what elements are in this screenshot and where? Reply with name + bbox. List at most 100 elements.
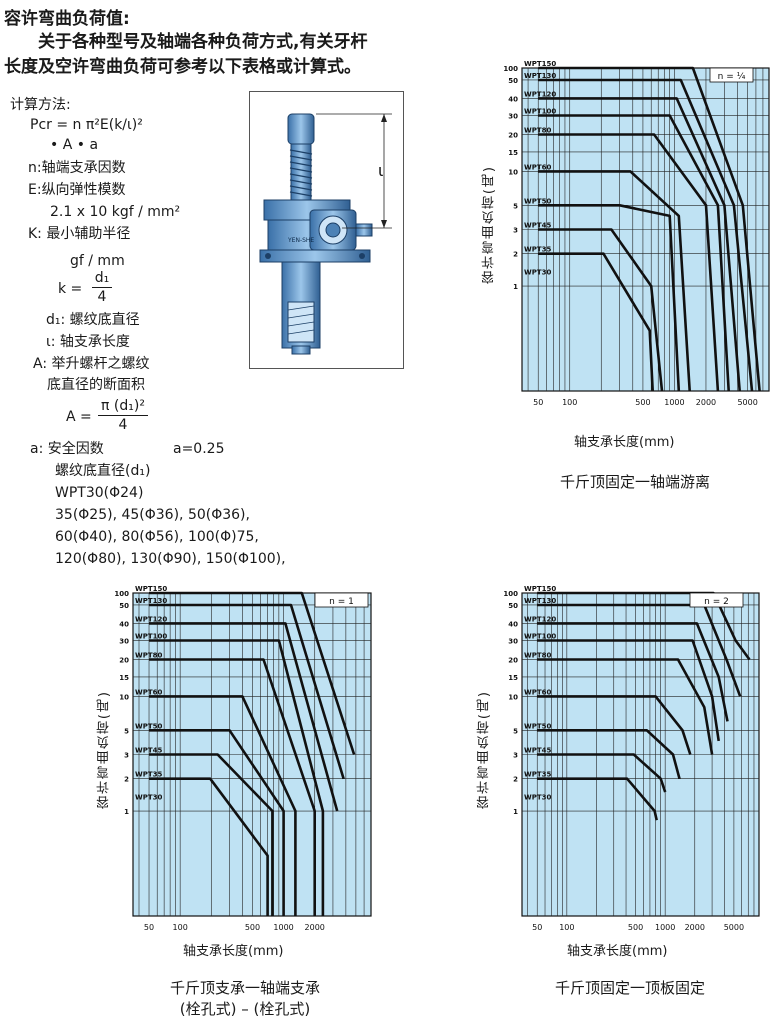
series-curve bbox=[538, 170, 691, 392]
series-curve bbox=[149, 777, 269, 916]
intro-line-2: 长度及空许弯曲负荷可参考以下表格或计算式。 bbox=[4, 57, 361, 77]
y-tick-label: 2 bbox=[513, 251, 518, 259]
series-label: WPT30 bbox=[524, 269, 551, 277]
a-definition-2: 底直径的断面积 bbox=[47, 377, 145, 393]
series-curve bbox=[149, 658, 316, 916]
series-curve bbox=[538, 114, 730, 392]
y-tick-label: 100 bbox=[503, 65, 518, 73]
jack-illustration: YEN-SHE ι bbox=[249, 91, 404, 369]
x-tick-label: 1000 bbox=[664, 398, 684, 407]
series-curve bbox=[538, 204, 681, 392]
thread-line: 120(Φ80), 130(Φ90), 150(Φ100), bbox=[55, 551, 286, 567]
k-numerator: d₁ bbox=[94, 270, 110, 286]
y-tick-label: 50 bbox=[508, 77, 518, 85]
y-tick-label: 30 bbox=[508, 637, 518, 645]
series-label: WPT120 bbox=[135, 615, 167, 623]
section-heading: 容许弯曲负荷值: bbox=[4, 9, 130, 29]
chart-3-caption: 千斤顶固定一顶板固定 bbox=[515, 977, 745, 998]
k-fraction: d₁ 4 bbox=[92, 270, 112, 305]
y-tick-label: 1 bbox=[513, 283, 518, 291]
n-factor-box bbox=[709, 67, 754, 83]
series-curve bbox=[538, 133, 720, 392]
y-tick-label: 20 bbox=[508, 657, 518, 665]
fraction-bar bbox=[92, 287, 112, 288]
n-factor-label: n = ¹⁄₄ bbox=[718, 72, 746, 82]
k-denominator: 4 bbox=[97, 289, 107, 305]
chart-2-caption-line: (栓孔式) – (栓孔式) bbox=[179, 1000, 311, 1018]
series-curve bbox=[537, 695, 692, 755]
series-label: WPT60 bbox=[135, 688, 162, 696]
chart-2-caption-line: 千斤顶支承一轴端支承 bbox=[169, 979, 320, 997]
x-tick-label: 1000 bbox=[655, 923, 675, 932]
chart-3-ylabel: 容许弯曲负荷(吨) bbox=[477, 690, 492, 810]
series-label: WPT150 bbox=[135, 585, 167, 593]
safety-definition: a: 安全因数 bbox=[30, 441, 104, 457]
y-tick-label: 3 bbox=[513, 752, 518, 760]
series-label: WPT130 bbox=[135, 597, 167, 605]
series-label: WPT60 bbox=[524, 163, 551, 171]
series-curve bbox=[538, 78, 754, 392]
x-tick-label: 100 bbox=[559, 923, 574, 932]
series-label: WPT80 bbox=[524, 652, 551, 660]
y-tick-label: 2 bbox=[513, 776, 518, 784]
series-label: WPT45 bbox=[524, 222, 551, 230]
chart-1-ylabel: 容许弯曲负荷(吨) bbox=[482, 165, 497, 285]
y-tick-label: 40 bbox=[119, 620, 129, 628]
y-tick-label: 10 bbox=[508, 693, 518, 701]
series-label: WPT45 bbox=[524, 747, 551, 755]
y-tick-label: 10 bbox=[508, 168, 518, 176]
series-curve bbox=[537, 639, 720, 742]
y-tick-label: 100 bbox=[114, 590, 129, 598]
series-curve bbox=[537, 777, 658, 821]
x-tick-label: 500 bbox=[245, 923, 260, 932]
y-tick-label: 50 bbox=[119, 602, 129, 610]
fraction-bar bbox=[98, 415, 148, 416]
series-label: WPT100 bbox=[524, 632, 556, 640]
series-label: WPT120 bbox=[524, 615, 556, 623]
y-tick-label: 5 bbox=[124, 727, 129, 735]
series-curve bbox=[537, 591, 751, 661]
series-curve bbox=[149, 622, 339, 812]
chart-1-xlabel: 轴支承长度(mm) bbox=[574, 435, 675, 450]
series-curve bbox=[538, 66, 761, 392]
y-tick-label: 15 bbox=[508, 149, 518, 157]
series-label: WPT45 bbox=[135, 747, 162, 755]
series-curve bbox=[538, 97, 741, 392]
d1-definition: d₁: 螺纹底直径 bbox=[46, 312, 140, 328]
series-curve bbox=[149, 729, 285, 916]
y-tick-label: 10 bbox=[119, 693, 129, 701]
series-label: WPT60 bbox=[524, 688, 551, 696]
series-curve bbox=[537, 658, 714, 755]
series-curve bbox=[149, 591, 356, 755]
y-tick-label: 15 bbox=[119, 674, 129, 682]
y-tick-label: 3 bbox=[513, 227, 518, 235]
a-denominator: 4 bbox=[118, 417, 128, 433]
series-label: WPT35 bbox=[524, 246, 551, 254]
e-definition: E:纵向弹性模数 bbox=[28, 182, 126, 198]
series-label: WPT35 bbox=[135, 771, 162, 779]
x-tick-label: 50 bbox=[144, 923, 154, 932]
n-factor-box bbox=[314, 592, 369, 608]
n-definition: n:轴端支承因数 bbox=[28, 160, 126, 176]
formula-line-1: Pcr = n π²E(k/ι)² bbox=[30, 117, 143, 133]
series-label: WPT150 bbox=[524, 60, 556, 68]
chart-1-caption-line: 千斤顶固定一轴端游离 bbox=[559, 473, 710, 491]
series-curve bbox=[537, 603, 742, 697]
intro-paragraph: 关于各种型号及轴端各种负荷方式,有关牙杆 长度及空许弯曲负荷可参考以下表格或计算… bbox=[4, 30, 367, 80]
n-factor-label: n = 1 bbox=[329, 597, 354, 607]
thread-line: 35(Φ25), 45(Φ36), 50(Φ36), bbox=[55, 507, 250, 523]
k-lhs: k = bbox=[58, 281, 83, 297]
brand-text: YEN-SHE bbox=[287, 237, 314, 244]
chart-3-xlabel: 轴支承长度(mm) bbox=[567, 944, 668, 959]
y-tick-label: 5 bbox=[513, 202, 518, 210]
x-tick-label: 5000 bbox=[737, 398, 757, 407]
series-curve bbox=[537, 622, 729, 722]
dimension-label: ι bbox=[378, 161, 383, 180]
y-tick-label: 5 bbox=[513, 727, 518, 735]
e-value: 2.1 x 10 kgf / mm² bbox=[50, 204, 181, 220]
a-definition-1: A: 举升螺杆之螺纹 bbox=[33, 356, 150, 372]
chart-2-ylabel: 容许弯曲负荷(吨) bbox=[97, 690, 112, 810]
y-tick-label: 20 bbox=[119, 657, 129, 665]
series-label: WPT130 bbox=[524, 597, 556, 605]
